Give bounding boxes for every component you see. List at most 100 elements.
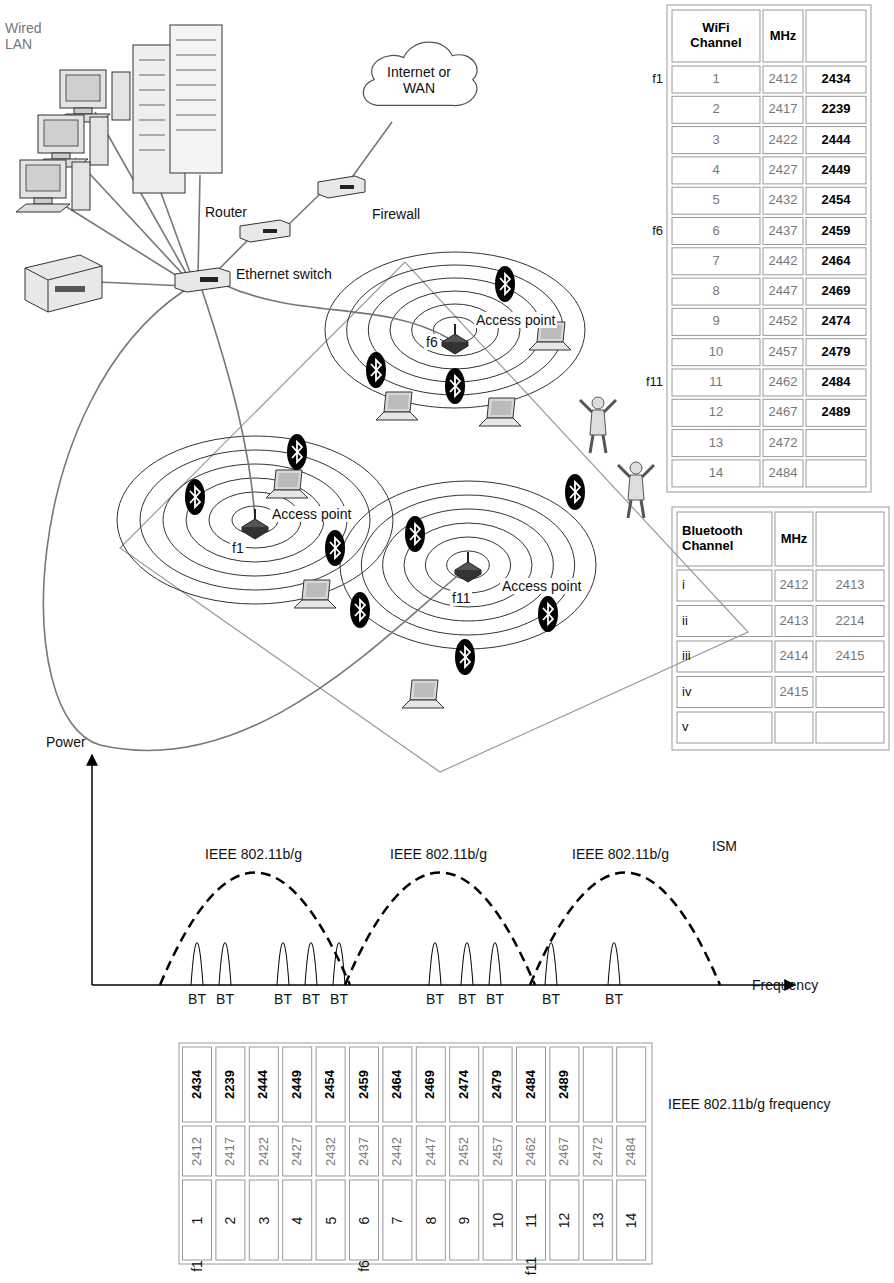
table-cell — [350, 1126, 379, 1176]
table-header: MHz — [775, 512, 813, 566]
table-cell — [483, 1180, 512, 1260]
table-cell — [763, 96, 803, 123]
spectrum-curve — [191, 943, 203, 986]
table-cell — [583, 1126, 612, 1176]
channel-number: 7 — [672, 248, 760, 275]
frequency-mhz: 2417 — [763, 96, 803, 123]
radio-ring — [361, 495, 574, 635]
bluetooth-icon — [455, 639, 475, 675]
bluetooth-icon — [185, 479, 205, 515]
table-cell — [677, 570, 772, 601]
channel-number: 1 — [672, 66, 760, 93]
channel-number: 6 — [672, 218, 760, 245]
access-point — [242, 509, 268, 539]
bt-label: BT — [297, 990, 325, 1008]
channel-number: 5 — [316, 1180, 345, 1260]
table-cell — [806, 339, 866, 366]
spectrum-curve — [429, 943, 441, 986]
channel-number: 3 — [249, 1180, 278, 1260]
channel-number: 10 — [483, 1180, 512, 1260]
frequency-mhz: 2467 — [550, 1126, 579, 1176]
table-cell — [550, 1126, 579, 1176]
bt-label: BT — [600, 990, 628, 1008]
bluetooth-icon — [287, 434, 307, 470]
frequency-mhz: 2437 — [350, 1126, 379, 1176]
frequency-value: 2484 — [806, 369, 866, 396]
bluetooth-icon — [366, 352, 386, 388]
table-cell — [183, 1180, 212, 1260]
network-cable — [222, 284, 448, 338]
spectrum-curve — [277, 943, 289, 986]
frequency-mhz: 2413 — [775, 606, 813, 637]
table-cell — [677, 512, 772, 566]
channel-number: 1 — [183, 1180, 212, 1260]
frequency-value: 2474 — [806, 308, 866, 335]
frequency-value: 2489 — [806, 399, 866, 426]
table-cell — [283, 1047, 312, 1122]
table-cell — [483, 1126, 512, 1176]
frequency-value: 2479 — [806, 339, 866, 366]
channel-number: 2 — [216, 1180, 245, 1260]
laptop — [402, 680, 444, 708]
table-cell — [517, 1047, 546, 1122]
frequency-mhz: 2415 — [816, 641, 884, 672]
firewall — [340, 185, 354, 189]
frequency-mhz: 2442 — [383, 1126, 412, 1176]
channel-number: iv — [677, 677, 772, 708]
radio-ring — [340, 481, 596, 649]
table-cell — [350, 1047, 379, 1122]
channel-number: 12 — [672, 399, 760, 426]
table-cell — [216, 1126, 245, 1176]
radio-ring — [383, 509, 554, 621]
table-cell — [763, 278, 803, 305]
device-label: Ethernet switch — [236, 266, 332, 282]
spectrum-curve — [305, 943, 317, 986]
bluetooth-icon — [495, 266, 515, 302]
table-cell — [672, 187, 760, 214]
table-cell — [775, 677, 813, 708]
radio-ring — [117, 436, 393, 604]
table-header: Bluetooth Channel — [677, 512, 772, 566]
table-cell — [383, 1180, 412, 1260]
desktop-computer — [56, 70, 130, 122]
person-figure — [618, 462, 654, 518]
table-cell — [672, 66, 760, 93]
access-point — [442, 324, 468, 354]
table-cell — [775, 570, 813, 601]
frequency-mhz: 2447 — [763, 278, 803, 305]
frequency-value: 2454 — [316, 1047, 345, 1122]
channel-number: i — [677, 570, 772, 601]
channel-number: 7 — [383, 1180, 412, 1260]
bt-label: BT — [325, 990, 353, 1008]
table-cell — [806, 278, 866, 305]
table-cell — [672, 507, 889, 750]
table-cell — [179, 1043, 652, 1264]
network-cable — [98, 282, 186, 286]
bluetooth-icon — [445, 368, 465, 404]
frequency-mhz: 2413 — [816, 570, 884, 601]
radio-ring — [368, 278, 541, 382]
frequency-mhz: 2452 — [763, 308, 803, 335]
table-cell — [617, 1047, 646, 1122]
chart-axis — [92, 984, 795, 986]
frequency-value: 2464 — [383, 1047, 412, 1122]
frequency-value: 2464 — [806, 248, 866, 275]
frequency-mhz: 2447 — [416, 1126, 445, 1176]
bt-label: BT — [183, 990, 211, 1008]
printer — [25, 255, 102, 312]
table-cell — [763, 218, 803, 245]
table-cell — [775, 641, 813, 672]
device-label: Access point — [474, 312, 557, 328]
channel-number: 12 — [550, 1180, 579, 1260]
frequency-value: 2444 — [249, 1047, 278, 1122]
table-cell — [179, 5, 889, 1264]
frequency-value: 2484 — [517, 1047, 546, 1122]
bt-label: BT — [421, 990, 449, 1008]
band-label: IEEE 802.11b/g — [572, 846, 669, 862]
cloud-outline — [363, 42, 477, 105]
device-label: Firewall — [372, 206, 420, 222]
table-cell — [416, 1047, 445, 1122]
channel-number: 6 — [350, 1180, 379, 1260]
table-cell — [816, 641, 884, 672]
table-cell — [672, 157, 760, 184]
